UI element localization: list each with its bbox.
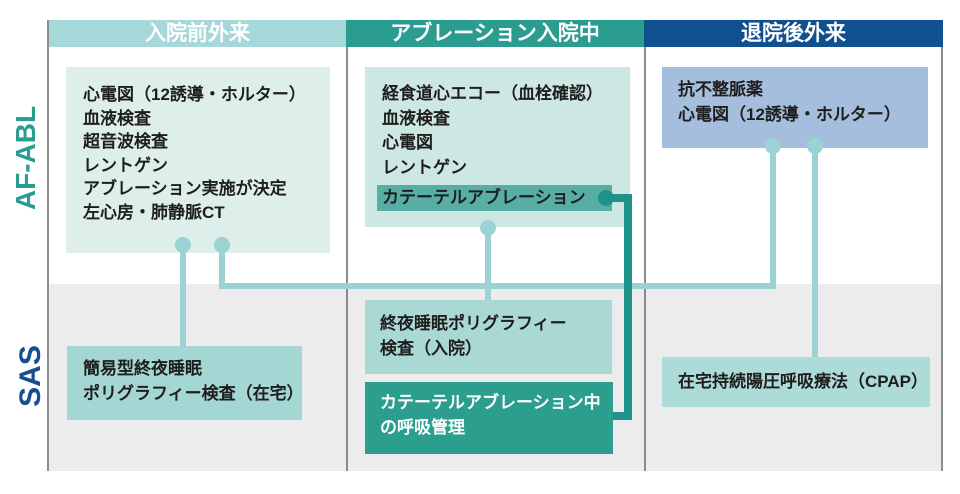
connector-dot-dark (598, 190, 614, 206)
sas-cpap-box: 在宅持続陽圧呼吸療法（CPAP） (662, 357, 930, 407)
column-border-pre-during (346, 47, 348, 471)
box-text-line: 心電図（12誘導・ホルター） (83, 85, 306, 104)
box-text-line: 抗不整脈薬 (678, 80, 763, 99)
box-text-line: 超音波検査 (83, 132, 168, 151)
connector-pre-to-home-polygraphy (180, 246, 186, 347)
box-text-line: 左心房・肺静脈CT (83, 202, 225, 222)
box-text-line: 在宅持続陽圧呼吸療法（CPAP） (678, 372, 928, 391)
connector-during-to-inpatient-polygraphy (485, 228, 491, 300)
connector-ablation-horizontal-bottom (613, 412, 632, 420)
column-header-post-discharge: 退院後外来 (644, 20, 943, 47)
connector-post-to-cpap (812, 148, 818, 357)
af-abl-pre-admission-box: 心電図（12誘導・ホルター） 血液検査 超音波検査 レントゲン アブレーション実… (66, 67, 330, 253)
connector-ablation-vertical (624, 194, 632, 420)
box-text-line: の呼吸管理 (380, 418, 465, 437)
connector-dot (175, 237, 191, 253)
box-text-line: 血液検査 (382, 108, 450, 128)
row-label-af-abl: AF-ABL (10, 105, 41, 211)
box-text-line: レントゲン (83, 155, 168, 175)
connector-dot (807, 138, 823, 154)
connector-pre-to-post-vertical-left (219, 246, 225, 286)
column-border-left (47, 20, 49, 471)
box-text-line: レントゲン (382, 157, 467, 177)
box-text-line: ポリグラフィー検査（在宅） (83, 384, 304, 403)
box-text-line: 簡易型終夜睡眠 (83, 359, 202, 378)
box-text-line: アブレーション実施が決定 (83, 179, 287, 198)
af-abl-post-discharge-box: 抗不整脈薬 心電図（12誘導・ホルター） (662, 67, 928, 148)
sas-respiratory-management-box: カテーテルアブレーション中 の呼吸管理 (365, 382, 613, 454)
connector-dot (765, 138, 781, 154)
connector-ablation-horizontal-top (606, 194, 632, 202)
connector-dot (480, 220, 496, 236)
column-border-right (941, 47, 943, 471)
sas-home-polygraphy-box: 簡易型終夜睡眠 ポリグラフィー検査（在宅） (67, 346, 304, 420)
row-label-sas: SAS (14, 345, 47, 407)
box-text-line: 心電図 (382, 133, 433, 152)
af-abl-during-admission-box: 経食道心エコー（血栓確認） 血液検査 心電図 レントゲン カテーテルアブレーショ… (365, 67, 630, 227)
column-header-pre-admission: 入院前外来 (49, 20, 346, 47)
box-text-line: カテーテルアブレーション中 (380, 393, 601, 412)
box-text-line: 終夜睡眠ポリグラフィー (380, 314, 567, 333)
box-text-line: 血液検査 (83, 108, 151, 128)
box-text-line: 心電図（12誘導・ホルター） (678, 105, 901, 124)
connector-pre-to-post-vertical-right (770, 148, 776, 289)
box-text-line: 経食道心エコー（血栓確認） (382, 84, 603, 103)
box-text-line: 検査（入院） (380, 339, 482, 358)
sas-inpatient-polygraphy-box: 終夜睡眠ポリグラフィー 検査（入院） (365, 300, 612, 374)
catheter-ablation-highlight: カテーテルアブレーション (377, 185, 612, 211)
connector-dot (214, 237, 230, 253)
column-border-during-post (644, 47, 646, 471)
column-header-during-admission: アブレーション入院中 (346, 20, 644, 47)
connector-pre-to-post-horizontal (219, 283, 776, 289)
